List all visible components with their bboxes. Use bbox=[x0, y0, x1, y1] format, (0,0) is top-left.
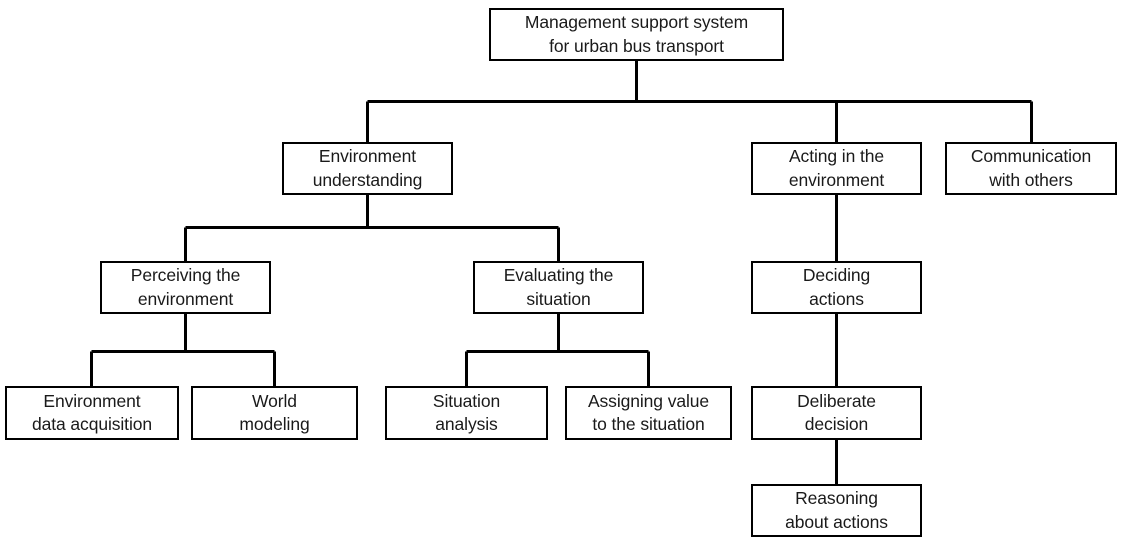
node-environment-understanding-label: Environment understanding bbox=[312, 146, 423, 190]
node-evaluating-the-situation[interactable]: Evaluating the situation bbox=[473, 261, 644, 314]
node-deliberate-decision-label: Deliberate decision bbox=[797, 390, 876, 434]
node-deliberate-decision[interactable]: Deliberate decision bbox=[751, 386, 922, 440]
node-deciding-actions[interactable]: Deciding actions bbox=[751, 261, 922, 314]
node-reasoning-about-actions[interactable]: Reasoning about actions bbox=[751, 484, 922, 537]
node-environment-understanding[interactable]: Environment understanding bbox=[282, 142, 453, 195]
node-evaluating-the-situation-label: Evaluating the situation bbox=[503, 265, 614, 309]
node-assigning-value-to-the-situation[interactable]: Assigning value to the situation bbox=[565, 386, 732, 440]
node-situation-analysis[interactable]: Situation analysis bbox=[385, 386, 548, 440]
node-assigning-value-to-the-situation-label: Assigning value to the situation bbox=[587, 390, 710, 434]
node-root[interactable]: Management support system for urban bus … bbox=[489, 8, 784, 61]
node-deciding-actions-label: Deciding actions bbox=[802, 265, 871, 309]
node-world-modeling[interactable]: World modeling bbox=[191, 386, 358, 440]
node-environment-data-acquisition-label: Environment data acquisition bbox=[31, 390, 152, 434]
node-perceiving-the-environment[interactable]: Perceiving the environment bbox=[100, 261, 271, 314]
node-communication-with-others[interactable]: Communication with others bbox=[945, 142, 1117, 195]
node-perceiving-the-environment-label: Perceiving the environment bbox=[130, 265, 241, 309]
node-root-label: Management support system for urban bus … bbox=[524, 12, 749, 56]
node-world-modeling-label: World modeling bbox=[239, 390, 310, 434]
node-acting-in-the-environment-label: Acting in the environment bbox=[788, 146, 885, 190]
node-situation-analysis-label: Situation analysis bbox=[432, 390, 501, 434]
node-environment-data-acquisition[interactable]: Environment data acquisition bbox=[5, 386, 179, 440]
node-communication-with-others-label: Communication with others bbox=[970, 146, 1092, 190]
node-acting-in-the-environment[interactable]: Acting in the environment bbox=[751, 142, 922, 195]
node-reasoning-about-actions-label: Reasoning about actions bbox=[785, 488, 888, 532]
